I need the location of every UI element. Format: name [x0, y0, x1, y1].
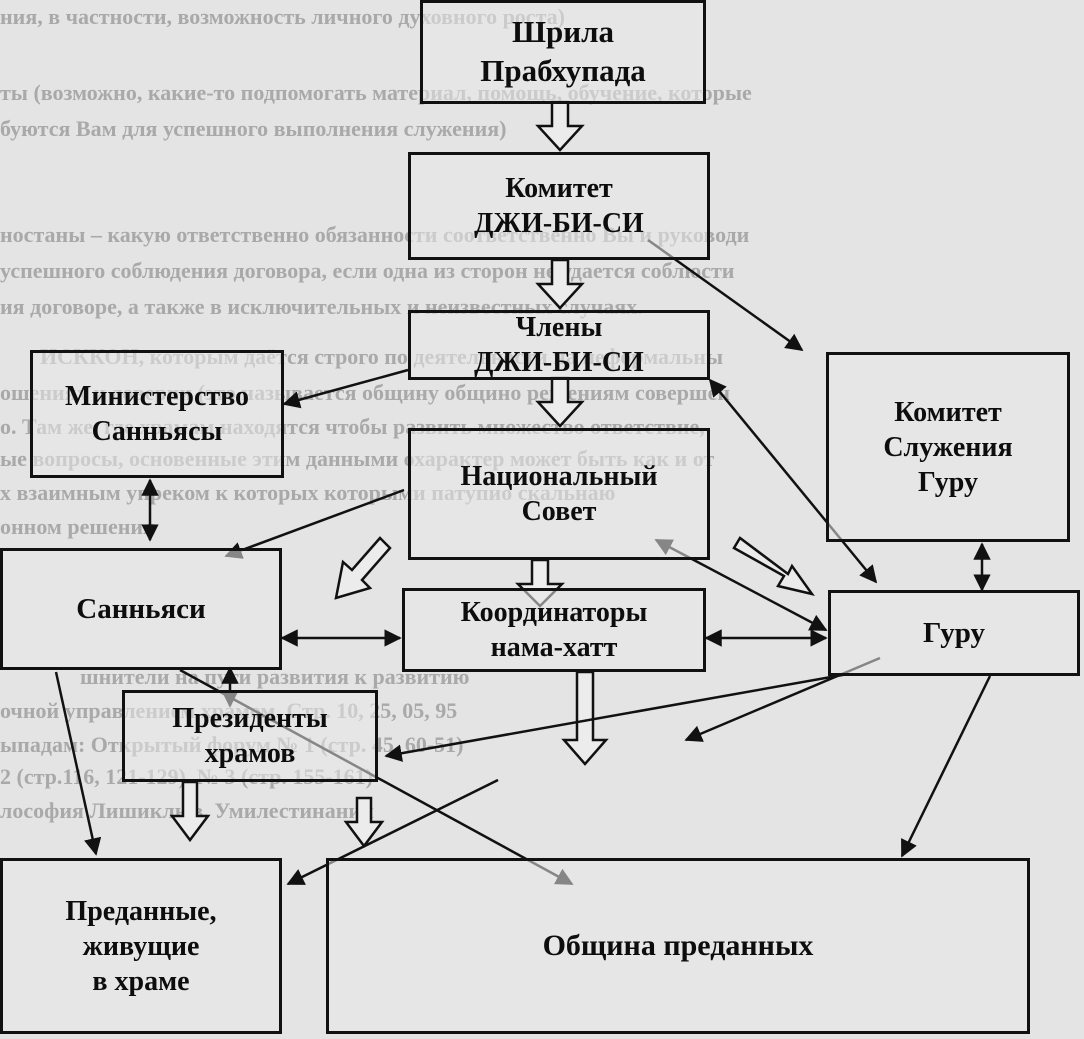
node-text-line: Совет	[521, 496, 597, 527]
node-text-line: Гуру	[918, 466, 978, 498]
node-text-line: Прабхупада	[480, 53, 646, 88]
node-text-line: Министерство	[64, 381, 250, 412]
node-text-line: Гуру	[922, 616, 986, 649]
arrow-guru-community	[900, 675, 992, 858]
background-line: онном решения	[0, 514, 156, 539]
node-text-line: Служения	[883, 431, 1013, 463]
background-line: успешного соблюдения договора, если одна…	[0, 258, 735, 283]
node-text-line: храмов	[204, 738, 296, 769]
node-text-line: Преданные,	[65, 895, 217, 927]
arrow-presidents-devotees	[286, 778, 499, 886]
hollow-arrow-members-council	[535, 376, 585, 428]
hollow-arrow-council-sannyasi	[334, 536, 392, 600]
node-temple-devotees: Преданные, живущие в храме	[0, 858, 282, 1034]
arrow-members-ministry	[282, 368, 409, 409]
node-gbc-members: Члены ДЖИ-БИ-СИ	[408, 310, 710, 380]
node-text-line: Община преданных	[542, 929, 814, 963]
node-text-line: ДЖИ-БИ-СИ	[474, 347, 644, 378]
node-text-line: ДЖИ-БИ-СИ	[474, 208, 644, 239]
hollow-arrow-committee-members	[535, 258, 585, 310]
arrow-sannyasi-devotees	[54, 671, 102, 856]
hollow-arrow-presidents-devotees	[169, 780, 211, 843]
arrow-guru-presidents	[384, 672, 849, 762]
node-text-line: в храме	[92, 965, 190, 997]
node-national-council: Национальный Совет	[408, 428, 710, 560]
node-gbc-committee: Комитет ДЖИ-БИ-СИ	[408, 152, 710, 260]
node-shrila-prabhupada: Шрила Прабхупада	[420, 0, 706, 104]
node-text-line: Комитет	[894, 396, 1002, 428]
hollow-arrow-council-guru	[732, 536, 815, 596]
hollow-arrow-to-community	[343, 796, 385, 849]
node-text-line: Члены	[515, 312, 603, 343]
node-text-line: Национальный	[460, 461, 658, 492]
node-text-line: Комитет	[505, 173, 613, 204]
node-sannyasi: Санньяси	[0, 548, 282, 670]
background-line: буются Вам для успешного выполнения служ…	[0, 116, 507, 141]
node-text-line: нама-хатт	[490, 632, 618, 663]
node-text-line: Шрила	[511, 14, 615, 50]
node-devotee-community: Община преданных	[326, 858, 1030, 1034]
node-text-line: живущие	[82, 930, 200, 962]
arrow-members-guru	[708, 378, 878, 584]
node-text-line: Санньясы	[91, 416, 223, 447]
node-text-line: Координаторы	[460, 597, 648, 628]
node-text-line: Президенты	[172, 703, 328, 734]
node-temple-presidents: Президенты храмов	[122, 690, 378, 782]
node-guru: Гуру	[828, 590, 1080, 676]
arrow-council-sannyasi	[224, 488, 405, 559]
node-guru-service-committee: Комитет Служения Гуру	[826, 352, 1070, 542]
node-nama-hatta-coordinators: Координаторы нама-хатт	[402, 588, 706, 672]
hollow-arrow-coordinators-community	[561, 670, 609, 766]
hollow-arrow-shrila-committee	[535, 100, 585, 152]
node-text-line: Санньяси	[76, 592, 206, 625]
node-sannyasa-ministry: Министерство Санньясы	[30, 350, 284, 478]
